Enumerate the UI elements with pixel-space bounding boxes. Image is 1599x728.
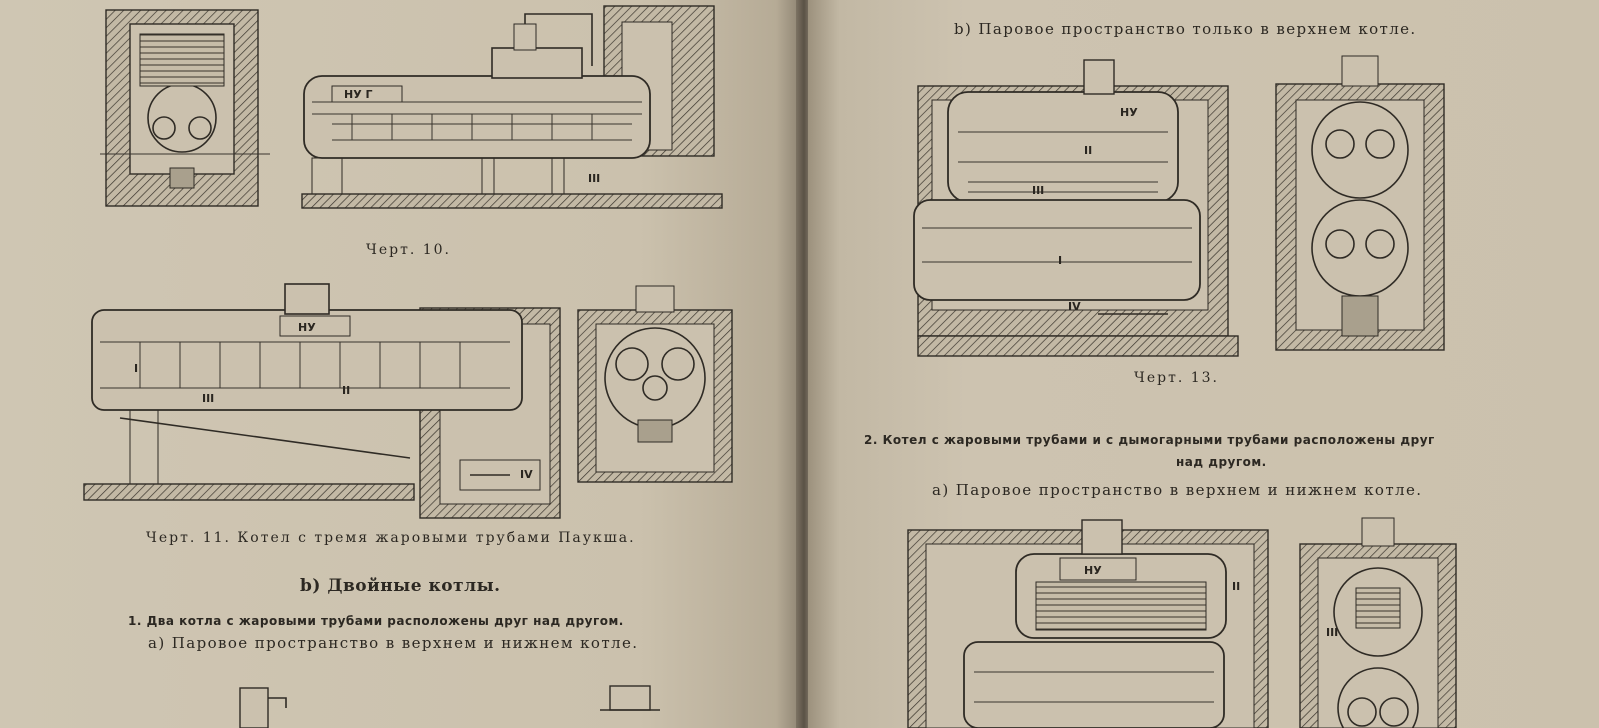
item-2-sub-a: a) Паровое пространство в верхнем и нижн… <box>932 481 1423 499</box>
figure-13-caption: Черт. 13. <box>1134 370 1219 386</box>
left-page: НУ Г III Черт. 10. НУ I II III IV <box>0 0 800 728</box>
figure-14-water-level-mark: НУ <box>1084 564 1102 577</box>
section-b-title: b) Двойные котлы. <box>300 576 501 596</box>
figure-11-caption: Черт. 11. Котел с тремя жаровыми трубами… <box>146 530 636 546</box>
figure-10-flue-3-mark: III <box>588 172 600 185</box>
figure-13-flue-4-mark: IV <box>1068 300 1081 313</box>
item-2-heading-line2: над другом. <box>1176 455 1267 469</box>
figure-11-water-level-mark: НУ <box>298 321 316 334</box>
figure-14-flue-3-mark: III <box>1326 626 1338 639</box>
top-sub-b: b) Паровое пространство только в верхнем… <box>954 20 1417 38</box>
figure-11-flue-2-mark: II <box>342 384 350 397</box>
figure-11-cross-section <box>577 285 733 483</box>
figure-10-cross-section <box>100 9 270 207</box>
figure-11-side-view: НУ I II III IV <box>83 283 561 519</box>
right-page: b) Паровое пространство только в верхнем… <box>808 0 1599 728</box>
figure-10-caption: Черт. 10. <box>366 242 451 258</box>
figure-13-flue-2-mark: II <box>1084 144 1092 157</box>
figure-11-flue-3-mark: III <box>202 392 214 405</box>
figure-10-side-view: НУ Г III <box>301 5 723 209</box>
next-figure-tops <box>239 685 660 728</box>
figure-10-water-level-mark: НУ Г <box>344 88 373 101</box>
figure-11-flue-1-mark: I <box>134 362 138 375</box>
figure-13-flue-3-mark: III <box>1032 184 1044 197</box>
figure-13-cross-section <box>1275 55 1445 351</box>
figure-11-flue-4-mark: IV <box>520 468 533 481</box>
figure-13-side-view: НУ II III I IV <box>913 59 1239 357</box>
item-1-heading: 1. Два котла с жаровыми трубами располож… <box>128 614 624 628</box>
figure-14-side-view: НУ II <box>907 519 1269 728</box>
figure-14-flue-2-mark: II <box>1232 580 1240 593</box>
figure-13-flue-1-mark: I <box>1058 254 1062 267</box>
figure-14-cross-section: III <box>1299 517 1457 728</box>
item-1-sub-a: a) Паровое пространство в верхнем и нижн… <box>148 634 639 652</box>
figure-13-water-level-mark: НУ <box>1120 106 1138 119</box>
item-2-heading-line1: 2. Котел с жаровыми трубами и с дымогарн… <box>864 433 1435 447</box>
